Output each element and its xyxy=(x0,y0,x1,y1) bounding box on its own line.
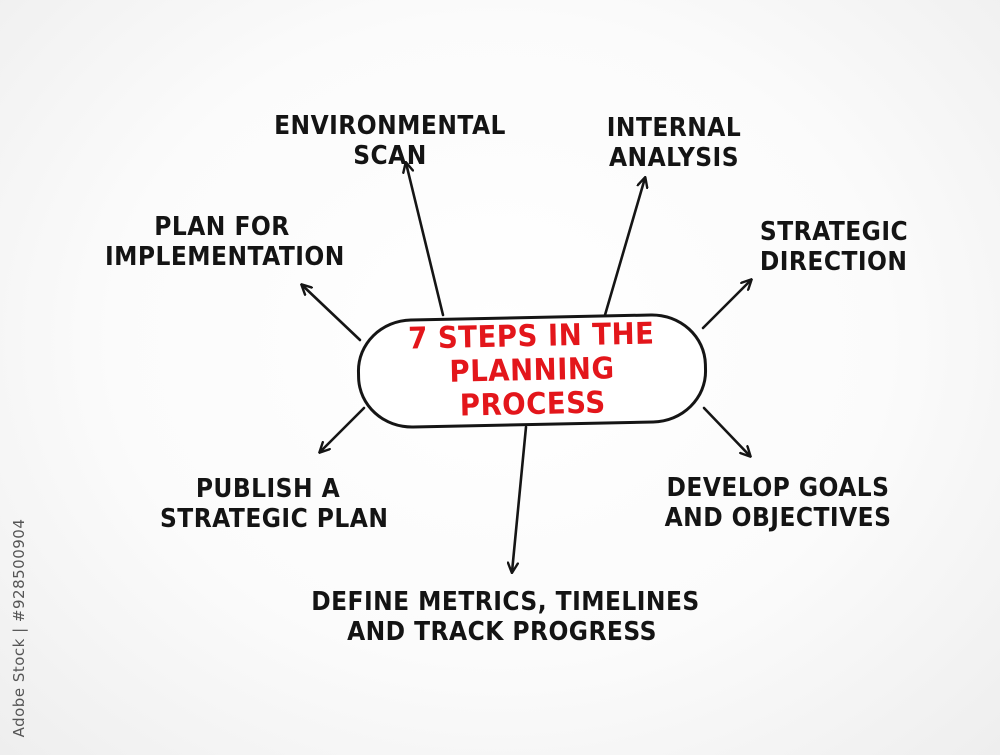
arrow-environmental-scan xyxy=(406,163,445,317)
step-publish-plan: PUBLISH A STRATEGIC PLAN xyxy=(160,474,389,534)
step-label-line: ENVIRONMENTAL xyxy=(274,111,506,141)
step-develop-goals: DEVELOP GOALS AND OBJECTIVES xyxy=(665,473,892,533)
step-label-line: DEVELOP GOALS xyxy=(666,473,890,503)
step-label-line: DEFINE METRICS, TIMELINES xyxy=(311,587,700,617)
step-label-line: PLAN FOR xyxy=(154,212,290,242)
center-topic-box: 7 STEPS IN THE PLANNING PROCESS xyxy=(355,312,709,430)
arrow-internal-analysis xyxy=(603,178,645,317)
step-label-line: STRATEGIC PLAN xyxy=(160,504,389,534)
center-title-line-2: PLANNING PROCESS xyxy=(449,351,615,424)
step-environmental-scan: ENVIRONMENTAL SCAN xyxy=(262,111,518,171)
step-label-line: IMPLEMENTATION xyxy=(105,242,345,272)
step-label-line: PUBLISH A xyxy=(195,474,341,504)
arrow-define-metrics xyxy=(512,425,528,572)
step-define-metrics: DEFINE METRICS, TIMELINES AND TRACK PROG… xyxy=(311,587,700,647)
center-topic-title: 7 STEPS IN THE PLANNING PROCESS xyxy=(384,316,680,425)
step-label-line: DIRECTION xyxy=(759,247,908,277)
step-internal-analysis: INTERNAL ANALYSIS xyxy=(593,113,755,173)
step-plan-implementation: PLAN FOR IMPLEMENTATION xyxy=(105,212,345,272)
step-strategic-direction: STRATEGIC DIRECTION xyxy=(759,217,909,277)
step-label-line: AND OBJECTIVES xyxy=(664,503,892,533)
step-label-line: AND TRACK PROGRESS xyxy=(347,617,657,647)
stock-credit-text: Adobe Stock | #928500904 xyxy=(10,518,28,737)
step-label-line: ANALYSIS xyxy=(608,143,740,173)
step-label-line: INTERNAL xyxy=(606,113,742,143)
step-label-line: SCAN xyxy=(353,141,427,171)
stock-credit: Adobe Stock | #928500904 xyxy=(4,510,34,745)
arrow-publish-plan xyxy=(320,406,366,452)
arrow-plan-implementation xyxy=(302,285,362,342)
center-title-line-1: 7 STEPS IN THE xyxy=(407,316,655,357)
step-label-line: STRATEGIC xyxy=(759,217,909,247)
arrow-develop-goals xyxy=(702,406,750,456)
arrow-strategic-direction xyxy=(701,280,751,330)
